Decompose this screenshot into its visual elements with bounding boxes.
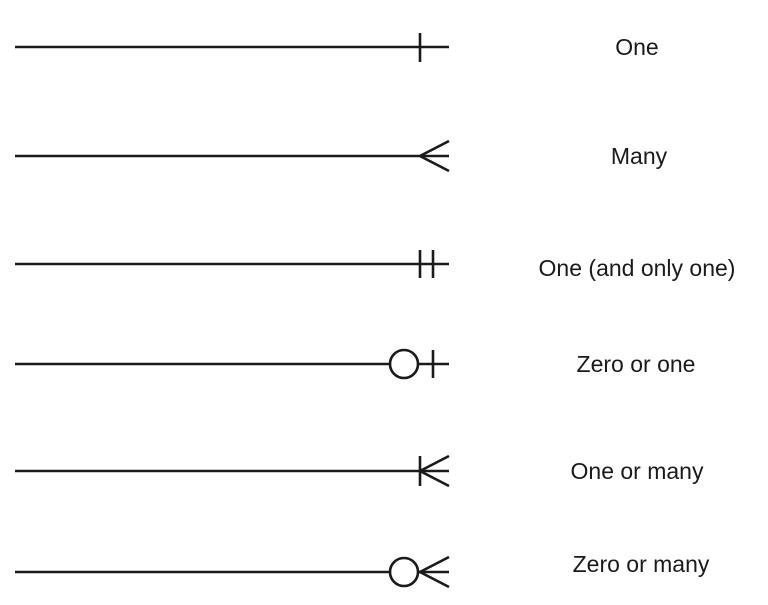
zero-circle	[388, 556, 420, 588]
label-one-or-many: One or many	[571, 458, 704, 484]
crows-foot	[417, 454, 450, 488]
legend-row-zero-or-one: Zero or one	[15, 348, 696, 380]
many-symbol	[15, 139, 450, 173]
label-one: One	[615, 34, 658, 60]
label-many: Many	[611, 143, 668, 169]
one-or-many-symbol	[15, 454, 450, 488]
legend-row-one-or-many: One or many	[15, 454, 704, 488]
zero-circle	[388, 348, 420, 380]
one-and-only-one-symbol	[15, 250, 449, 278]
label-zero-or-many: Zero or many	[573, 551, 710, 577]
legend-row-many: Many	[15, 139, 668, 173]
label-zero-or-one: Zero or one	[577, 351, 696, 377]
legend-row-one: One	[15, 33, 659, 62]
one-symbol	[15, 33, 449, 62]
legend-row-one-and-only-one: One (and only one)	[15, 250, 735, 281]
zero-or-one-symbol	[15, 348, 449, 380]
legend-row-zero-or-many: Zero or many	[15, 551, 710, 589]
crows-foot	[417, 139, 450, 173]
label-one-and-only-one: One (and only one)	[539, 255, 736, 281]
zero-or-many-symbol	[15, 555, 450, 589]
crows-foot	[417, 555, 450, 589]
